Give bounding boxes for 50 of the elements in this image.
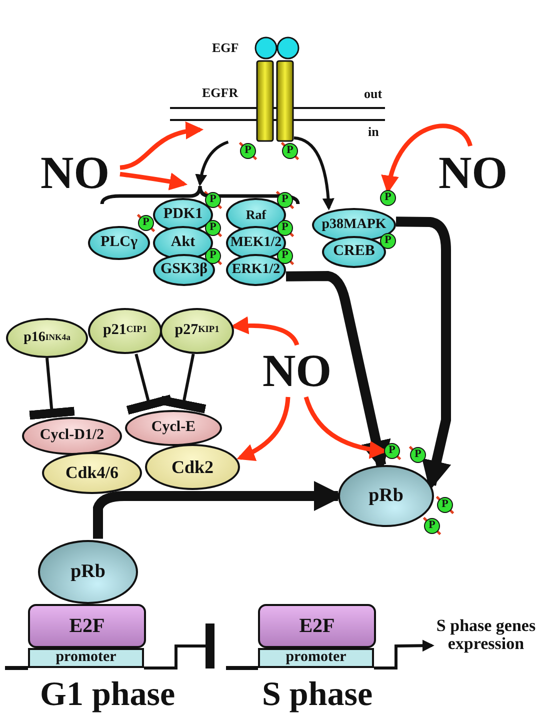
ligand-label: EGF [212, 41, 239, 55]
phosphate-circle: P [138, 215, 154, 231]
protein-ellipse: Cycl-D1/2 [22, 417, 122, 455]
no-label: NO [428, 146, 518, 200]
phosphate-circle: P [277, 248, 293, 264]
inhibition-line [126, 354, 172, 415]
e2f-box: E2F [28, 604, 146, 648]
phosphate-circle: P [205, 248, 221, 264]
ligand-group [212, 36, 300, 60]
phosphate-circle: P [205, 192, 221, 208]
phosphate-circle: P [277, 192, 293, 208]
arrow [236, 396, 290, 460]
inhibition-line [160, 354, 206, 414]
protein-ellipse: p27$^{KIP1}$ [160, 308, 234, 354]
protein-ellipse: PLCγ [88, 226, 150, 260]
phase-label: G1 phase [40, 676, 176, 714]
arrow [195, 140, 229, 186]
protein-ellipse: Cdk2 [145, 444, 240, 490]
protein-ellipse: Cycl-E [125, 410, 222, 446]
arrow [374, 640, 434, 670]
protein-ellipse: Cdk4/6 [42, 452, 142, 494]
phosphate-circle: P [380, 233, 396, 249]
phosphate-circle: P [277, 220, 293, 236]
phosphate-circle: P [424, 518, 440, 534]
no-label: NO [30, 146, 120, 200]
phase-label: S phase [262, 676, 373, 714]
protein-ellipse: p21$^{CIP1}$ [88, 308, 162, 354]
phosphate-circle: P [380, 190, 396, 206]
protein-ellipse: CREB [322, 236, 386, 268]
inhibition-line [144, 624, 214, 670]
phosphate-circle: P [205, 220, 221, 236]
arrow [294, 136, 334, 210]
phosphate-circle: P [240, 143, 256, 159]
phosphate-circle: P [437, 497, 453, 513]
protein-ellipse: pRb [38, 540, 138, 604]
arrow [120, 172, 188, 190]
no-label: NO [252, 345, 342, 397]
phosphate-circle: P [410, 447, 426, 463]
inhibition-line [29, 358, 75, 420]
promoter-box: promoter [258, 648, 374, 668]
outcome-label: S phase genes expression [432, 600, 540, 670]
receptor-label: EGFR [202, 86, 238, 100]
phosphate-circle: P [282, 143, 298, 159]
membrane-side-label: in [368, 124, 379, 140]
arrow [120, 122, 204, 170]
e2f-box: E2F [258, 604, 376, 648]
promoter-box: promoter [28, 648, 144, 668]
receptor [200, 60, 294, 142]
membrane-side-label: out [364, 86, 382, 102]
phosphate-circle: P [384, 443, 400, 459]
